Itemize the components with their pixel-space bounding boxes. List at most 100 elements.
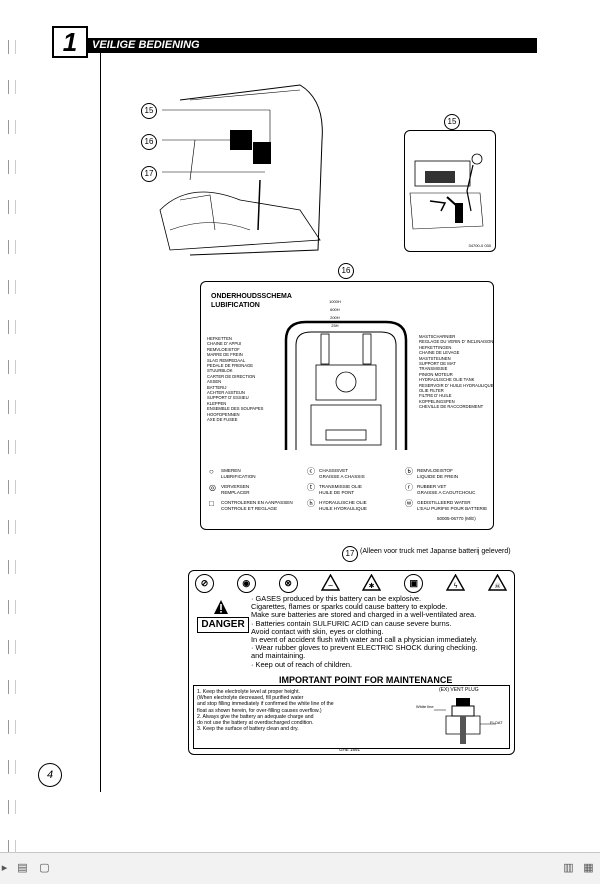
svg-text:☠: ☠: [494, 582, 500, 590]
legend-symbol: ⓒ: [307, 467, 315, 476]
text-line: Cigarettes, flames or sparks could cause…: [251, 602, 448, 612]
text-line: In event of accident flush with water an…: [251, 635, 478, 645]
text-line: CARTER DE DIRECTION: [207, 373, 256, 379]
thumbnail-marker: [8, 240, 16, 254]
thumbnail-marker: [8, 520, 16, 534]
text-line: BATTERIJ: [207, 384, 227, 390]
thumbnail-marker: [8, 480, 16, 494]
legend-symbol: ⓑ: [405, 467, 413, 476]
keep-children-away-icon: ⊗: [278, 574, 298, 593]
page-number: 4: [38, 763, 62, 787]
vent-plug-label: (EX) VENT PLUG: [439, 687, 479, 693]
svg-text:~: ~: [327, 582, 333, 590]
thumbnail-marker: [8, 720, 16, 734]
explosion-warning-icon: ✱: [362, 574, 382, 591]
chapter-title: VEILIGE BEDIENING: [86, 38, 537, 53]
maintenance-text: 1. Keep the electrolyte level at proper …: [197, 689, 407, 732]
thumbnail-marker: [8, 600, 16, 614]
thumbnail-marker: [8, 440, 16, 454]
text-line: ENSEMBLE DES SOUPAPES: [207, 406, 264, 412]
text-line: OLIE FILTER: [419, 388, 444, 394]
acid-warning-icon: ~: [320, 574, 340, 591]
thumbnail-marker: [8, 400, 16, 414]
callout-17-box: 17: [342, 546, 358, 562]
legend-symbol: ⓣ: [307, 483, 315, 492]
legend-symbol: ◎: [209, 483, 216, 492]
text-line: · Wear rubber gloves to prevent ELECTRIC…: [251, 643, 478, 653]
text-line: · GASES produced by this battery can be …: [251, 594, 422, 603]
thumbnail-strip: [0, 0, 24, 854]
text-line: float as shown herein, for over-filling …: [197, 707, 322, 714]
text-line: · Batteries contain SULFURIC ACID can ca…: [251, 618, 452, 628]
text-line: MASTSTEUNEN: [419, 355, 451, 361]
text-line: HYDRAULISCHE OLIE TANK: [419, 377, 475, 383]
schema-code: 50005-06770 (M/E): [437, 516, 476, 521]
truck-top-view: [284, 320, 408, 450]
text-line: CHEVILLE DE RACCORDEMENT: [419, 404, 484, 410]
electric-shock-icon: ϟ: [446, 574, 466, 591]
text-line: (When electrolyte decreased, fill purifi…: [197, 695, 304, 702]
text-line: REGLAGE DU VERIN D' INCLINAISON: [419, 339, 494, 345]
eye-protection-icon: ◉: [236, 574, 256, 593]
text-line: SUPPORT D' ESSIEU: [207, 395, 249, 401]
read-manual-icon: ▣: [404, 574, 424, 593]
text-line: HOOFDPENNEN: [207, 411, 240, 417]
thumbnail-marker: [8, 40, 16, 54]
thumbnails-icon[interactable]: ▤: [17, 862, 28, 874]
text-line: Make sure batteries are stored and charg…: [251, 610, 477, 620]
legend-symbol: ⓡ: [405, 483, 413, 492]
operator-illustration: [409, 153, 484, 230]
callout-16-box: 16: [338, 263, 354, 279]
text-line: Avoid contact with skin, eyes or clothin…: [251, 626, 384, 636]
text-line: SUPPORT DE MAT: [419, 361, 456, 367]
illustration-15-box: 34700-0 030: [404, 130, 496, 252]
thumbnail-marker: [8, 160, 16, 174]
maintenance-title: IMPORTANT POINT FOR MAINTENANCE: [279, 675, 453, 685]
corrosive-warning-icon: ☠: [487, 574, 507, 591]
text-line: REMVLOEISTOF: [207, 346, 240, 352]
arrow-icon[interactable]: ▸: [1, 862, 8, 874]
text-line: 200H: [330, 315, 340, 320]
text-line: and maintaining.: [251, 651, 306, 661]
thumbnail-marker: [8, 80, 16, 94]
thumbnail-marker: [8, 680, 16, 694]
viewer-statusbar: ▸ ▤ ▢ ▥ ▦: [0, 852, 600, 884]
callout-17: 17: [141, 166, 157, 182]
thumbnail-marker: [8, 560, 16, 574]
warning-icon-row: ⊘ ◉ ⊗ ~ ✱ ▣ ϟ ☠: [195, 574, 507, 594]
thumbnail-marker: [8, 320, 16, 334]
single-page-view-icon[interactable]: ▥: [563, 862, 574, 874]
text-line: HEFKETTEN: [207, 336, 232, 341]
text-line: ASSEN: [207, 379, 222, 385]
japanese-battery-note: (Alleen voor truck met Japanse batterij …: [360, 548, 511, 555]
schema-title: ONDERHOUDSSCHEMA LUBIFICATION: [211, 293, 292, 309]
page-icon[interactable]: ▢: [39, 862, 50, 874]
text-line: do not use the battery at overdischarged…: [197, 720, 314, 727]
vent-float-label: FLOAT: [490, 720, 503, 725]
text-line: MASTSCHARNIER: [419, 334, 456, 339]
text-line: · Keep out of reach of children.: [251, 659, 353, 669]
text-line: HEFKETTINGEN: [419, 344, 452, 350]
callout-15-box: 15: [444, 114, 460, 130]
thumbnail-marker: [8, 120, 16, 134]
continuous-view-icon[interactable]: ▦: [583, 862, 594, 874]
text-line: CHAINE D' APPUI: [207, 341, 242, 347]
text-line: and stop filling immediately if confirme…: [197, 701, 334, 708]
thumbnail-marker: [8, 800, 16, 814]
thumbnail-marker: [8, 280, 16, 294]
vent-plug-diagram: [434, 698, 496, 744]
legend-symbol: ○: [209, 467, 214, 476]
text-line: 600H: [330, 307, 340, 312]
danger-label: DANGER: [197, 617, 249, 633]
